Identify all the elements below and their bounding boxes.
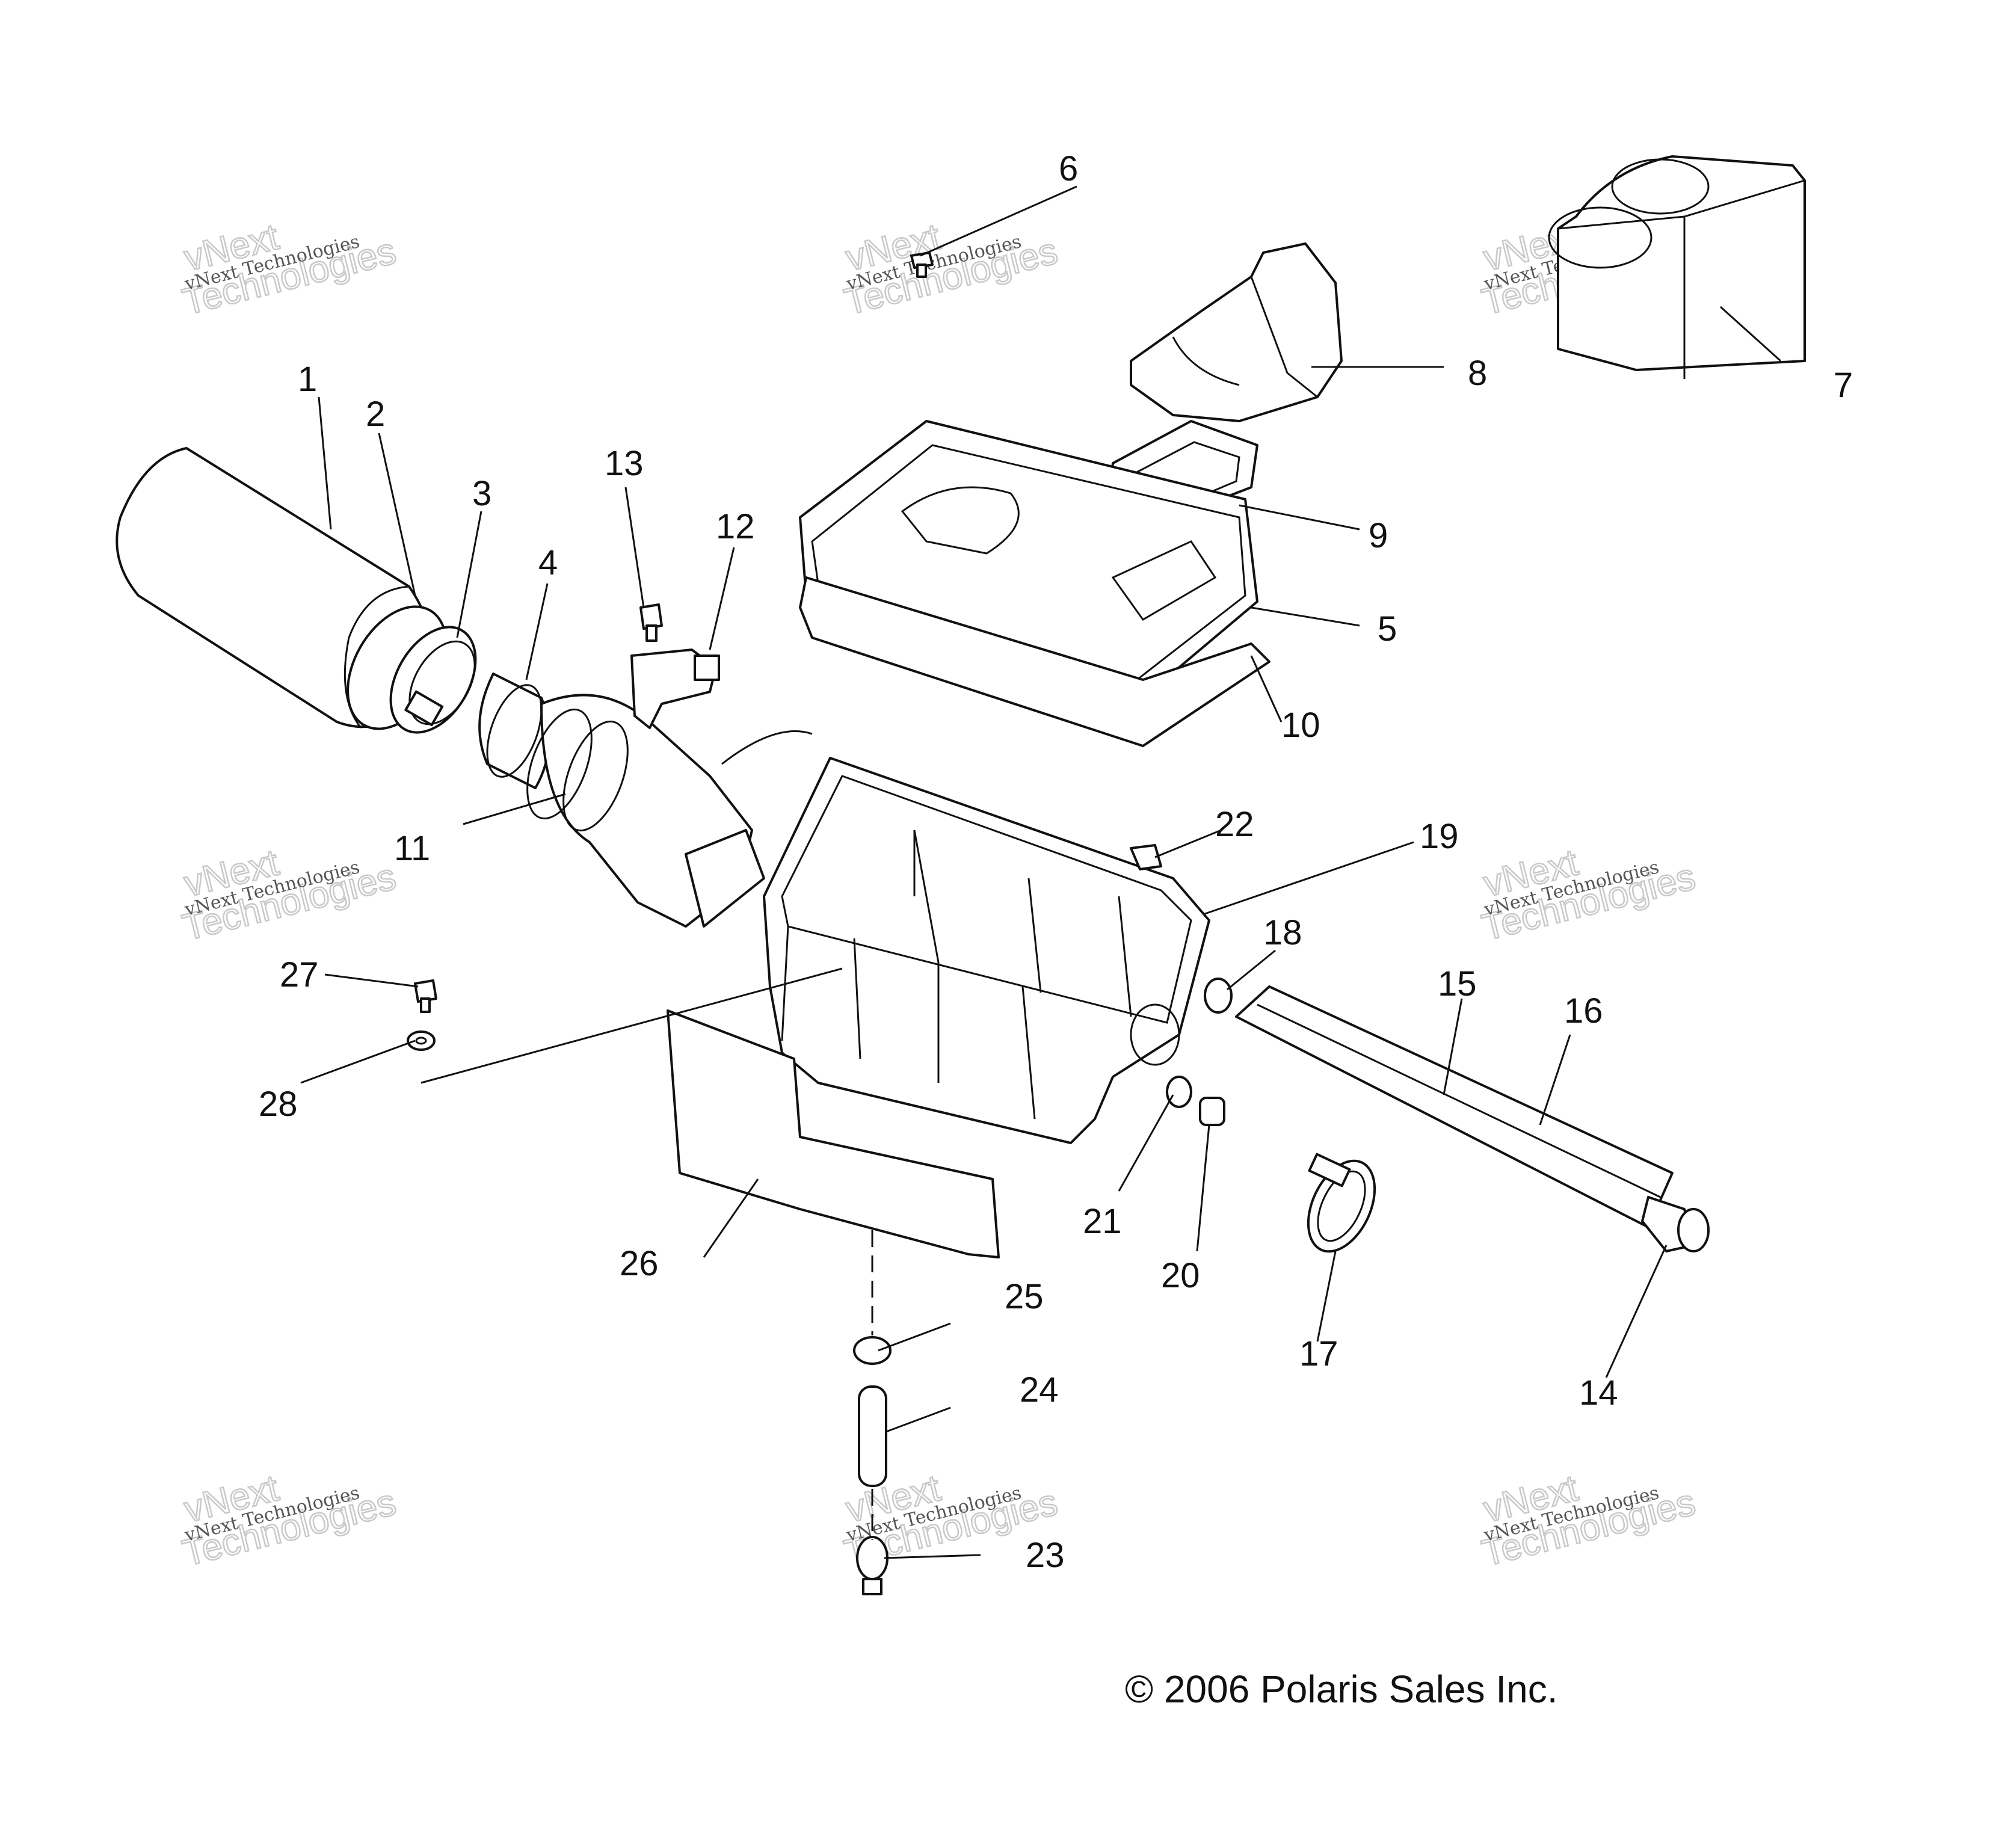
callout-2: 2 <box>366 395 385 434</box>
part-filter-neck-and-clamp <box>346 605 477 734</box>
watermark-bottom-left: vNext Technologies vNext Technologies <box>178 1467 401 1575</box>
callout-13: 13 <box>605 444 644 483</box>
callout-5: 5 <box>1378 609 1397 648</box>
part-snorkel <box>1130 242 1343 422</box>
part-clip-22 <box>1130 844 1162 870</box>
callout-21: 21 <box>1083 1202 1122 1241</box>
part-washer-28 <box>407 1030 436 1051</box>
part-drain-plug-23 <box>856 1536 889 1595</box>
part-sensor <box>630 648 720 729</box>
watermark-bottom-right: vNext Technologies vNext Technologies <box>1477 1467 1700 1575</box>
callout-8: 8 <box>1468 354 1487 393</box>
watermark-mid-right: vNext Technologies vNext Technologies <box>1477 841 1700 950</box>
callout-28: 28 <box>259 1085 298 1124</box>
part-gasket <box>799 576 1270 747</box>
part-airbox-lid <box>799 420 1258 699</box>
callout-12: 12 <box>716 507 755 546</box>
callout-23: 23 <box>1026 1536 1065 1575</box>
callout-9: 9 <box>1369 516 1388 555</box>
callout-19: 19 <box>1420 817 1459 856</box>
callout-18: 18 <box>1263 913 1302 952</box>
callout-24: 24 <box>1020 1370 1059 1409</box>
copyright-notice: © 2006 Polaris Sales Inc. <box>1125 1668 1558 1711</box>
part-foam-pad <box>1548 155 1806 379</box>
callout-14: 14 <box>1579 1373 1618 1412</box>
watermark-top-left: vNext Technologies vNext Technologies <box>178 215 401 324</box>
part-drain-clamp-25 <box>853 1336 892 1365</box>
callout-4: 4 <box>538 543 558 582</box>
callout-7: 7 <box>1834 366 1853 405</box>
callout-20: 20 <box>1161 1256 1200 1295</box>
callout-6: 6 <box>1059 149 1078 188</box>
leader-lines <box>300 185 1782 1559</box>
callout-26: 26 <box>620 1244 659 1283</box>
part-intake-duct <box>526 694 813 928</box>
callout-17: 17 <box>1299 1334 1338 1373</box>
callout-labels: 1 2 3 4 5 6 7 8 9 10 11 12 13 14 15 16 1… <box>259 149 1853 1575</box>
callout-25: 25 <box>1005 1277 1044 1316</box>
part-bolt-27 <box>414 979 437 1013</box>
part-fitting-18 <box>1204 978 1233 1014</box>
callout-1: 1 <box>298 360 317 399</box>
callout-27: 27 <box>280 955 319 994</box>
callout-10: 10 <box>1281 706 1320 745</box>
callout-15: 15 <box>1438 964 1477 1003</box>
part-drain-tube <box>1235 985 1674 1228</box>
part-shield-plate <box>667 1009 1000 1258</box>
part-screw-6 <box>910 251 934 278</box>
part-hose-clamp <box>1307 1153 1376 1253</box>
callout-3: 3 <box>472 474 491 513</box>
callout-22: 22 <box>1215 805 1254 844</box>
part-fitting-21 <box>1166 1076 1192 1108</box>
watermark-mid-left: vNext Technologies vNext Technologies <box>178 841 401 950</box>
part-end-fitting <box>1641 1196 1710 1252</box>
callout-16: 16 <box>1564 991 1603 1030</box>
part-airbox-base <box>763 757 1210 1144</box>
part-screw-13 <box>639 603 663 642</box>
part-fitting-20 <box>1199 1097 1225 1126</box>
part-coupler-ring <box>478 673 550 789</box>
callout-11: 11 <box>394 829 430 868</box>
part-drain-hose-24 <box>858 1385 887 1487</box>
